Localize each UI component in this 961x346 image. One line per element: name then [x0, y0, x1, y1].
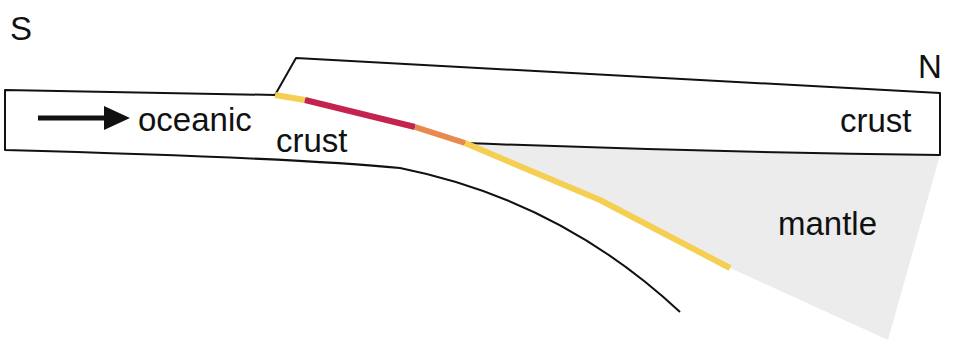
interface-segment [415, 127, 465, 143]
compass-label: S [10, 12, 32, 45]
arrow-head [104, 106, 130, 130]
plate-shape [465, 143, 940, 340]
region-label: mantle [778, 207, 877, 240]
motion-arrow [38, 116, 108, 121]
plate-shape [275, 58, 940, 155]
interface-segment [305, 100, 415, 127]
region-label: oceanic [138, 103, 252, 136]
compass-label: N [918, 50, 942, 83]
overriding-plate: crust [260, 50, 950, 165]
region-label: crust [840, 104, 912, 137]
interface-segment [465, 143, 730, 268]
interface-segment [275, 95, 305, 100]
region-label: crust [276, 124, 348, 157]
